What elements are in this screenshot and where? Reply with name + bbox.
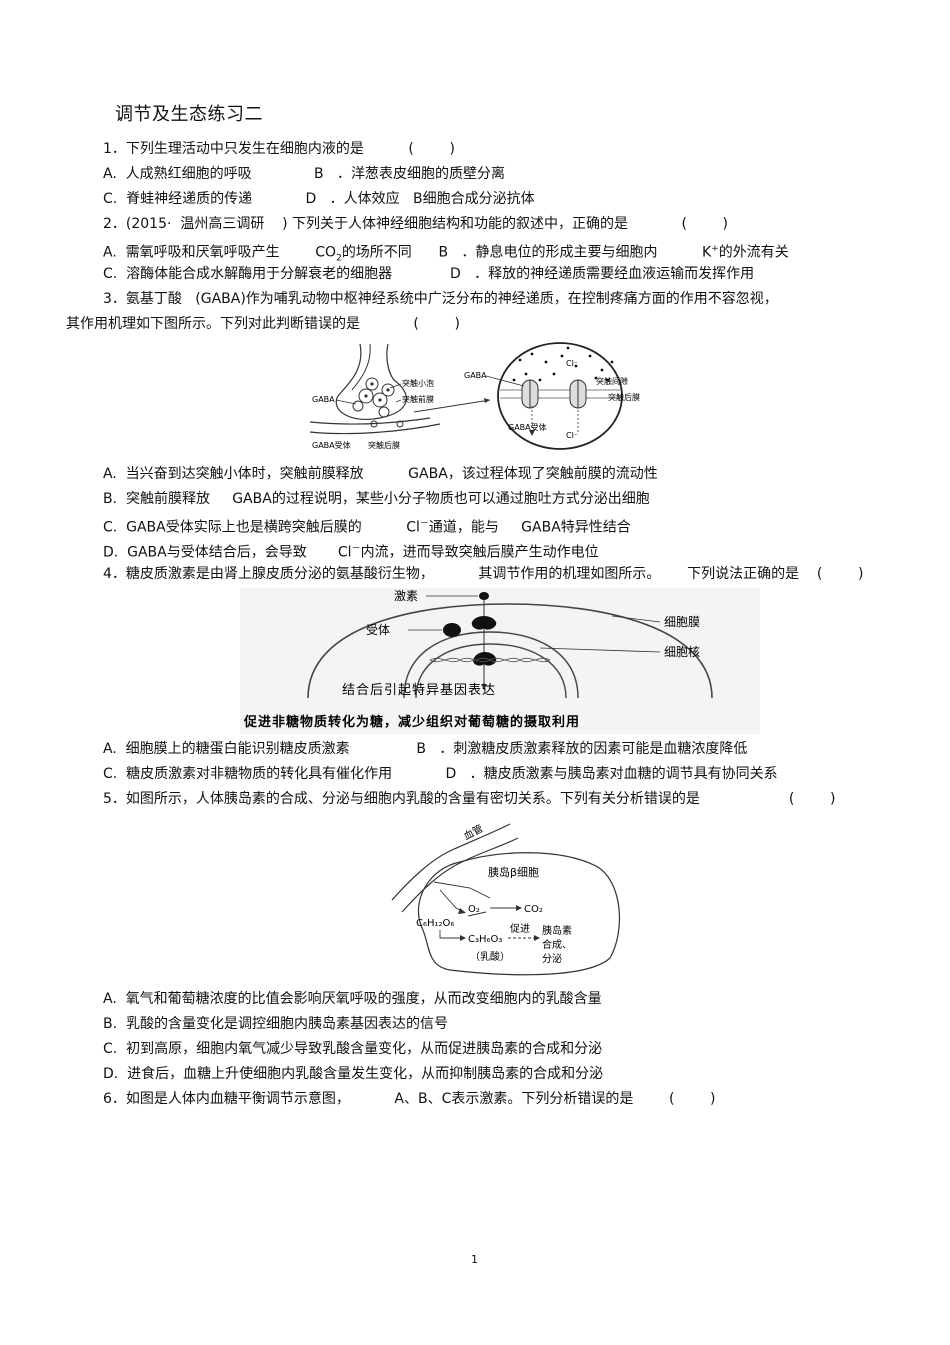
fig5-insulin-label3: 分泌 <box>542 952 562 965</box>
page-title: 调节及生态练习二 <box>115 104 263 125</box>
q2-ab-text3: 的外流有关 <box>718 244 789 261</box>
q3-option-b: B. 突触前膜释放 GABA的过程说明，某些小分子物质也可以通过胞吐方式分泌出细… <box>103 491 650 507</box>
q4-options-ab: A. 细胞膜上的糖蛋白能识别糖皮质激素 B ．刺激糖皮质激素释放的因素可能是血糖… <box>103 741 748 757</box>
fig3-gap-label: 突触间隙 <box>596 376 628 386</box>
fig5-lactate-label: C₃H₆O₃ <box>468 934 502 945</box>
q3-d-sup: － <box>351 544 361 554</box>
fig5-insulin-label1: 胰岛素 <box>542 924 572 937</box>
q3-c-sup: － <box>419 519 429 529</box>
q3-option-d: D. GABA与受体结合后，会导致 Cl－内流，进而导致突触后膜产生动作电位 <box>103 540 599 562</box>
fig5-promote-label: 促进 <box>510 922 530 935</box>
q3-c-text2: 通道，能与 GABA特异性结合 <box>428 519 631 536</box>
q2-ab-sup: + <box>711 244 719 254</box>
fig5-co2-label: CO₂ <box>524 904 543 915</box>
q1-options-cd: C. 脊蛙神经递质的传递 D ．人体效应 B细胞合成分泌抗体 <box>103 191 535 207</box>
q2-options-ab: A. 需氧呼吸和厌氧呼吸产生 CO2的场所不同 B ．静息电位的形成主要与细胞内… <box>103 240 789 267</box>
q5-stem: 5．如图所示，人体胰岛素的合成、分泌与细胞内乳酸的含量有密切关系。下列有关分析错… <box>103 791 836 807</box>
fig5-o2-label: O₂ <box>468 904 480 915</box>
fig3-post-zoom-label: 突触后膜 <box>608 392 640 402</box>
fig5-cell-label: 胰岛β细胞 <box>488 865 539 879</box>
page-number: 1 <box>471 1253 478 1266</box>
synapse-figure: GABA 突触小泡 突触前膜 GABA受体 突触后膜 Cl⁻ Cl⁻ GABA … <box>310 342 640 450</box>
insulin-figure: 血管 胰岛β细胞 O₂ CO₂ C₆H₁₂O₆ C₃H₆O₃ （乳酸） 促进 胰… <box>391 822 621 976</box>
fig3-pre-membrane-label: 突触前膜 <box>402 394 434 404</box>
fig3-gaba-label: GABA <box>312 395 335 404</box>
q2-ab-sub: 2 <box>336 253 342 264</box>
fig4-nucleus-label: 细胞核 <box>664 645 700 659</box>
q3-option-a: A. 当兴奋到达突触小体时，突触前膜释放 GABA，该过程体现了突触前膜的流动性 <box>103 466 658 482</box>
q2-ab-text1: A. 需氧呼吸和厌氧呼吸产生 CO <box>103 244 337 261</box>
q3-d-text2: 内流，进而导致突触后膜产生动作电位 <box>360 544 599 561</box>
fig5-vessel-label: 血管 <box>461 822 485 843</box>
fig3-gaba-zoom-label: GABA <box>464 371 487 380</box>
fig3-post-membrane-label: 突触后膜 <box>368 440 400 450</box>
q5-option-b: B. 乳酸的含量变化是调控细胞内胰岛素基因表达的信号 <box>103 1016 448 1032</box>
q4-options-cd: C. 糖皮质激素对非糖物质的转化具有催化作用 D ．糖皮质激素与胰岛素对血糖的调… <box>103 766 778 782</box>
fig3-receptor-zoom-label: GABA受体 <box>508 422 547 432</box>
fig3-receptor-label: GABA受体 <box>312 440 351 450</box>
q1-stem: 1．下列生理活动中只发生在细胞内液的是 ( ) <box>103 141 455 157</box>
fig4-caption1: 结合后引起特异基因表达 <box>342 683 496 698</box>
q6-stem: 6．如图是人体内血糖平衡调节示意图， A、B、C表示激素。下列分析错误的是 ( … <box>103 1091 716 1107</box>
q3-c-text1: C. GABA受体实际上也是横跨突触后膜的 Cl <box>103 519 420 536</box>
fig4-membrane-label: 细胞膜 <box>664 615 700 629</box>
fig5-insulin-label2: 合成、 <box>542 938 572 951</box>
fig3-vesicle-label: 突触小泡 <box>402 378 434 388</box>
q1-options-ab: A. 人成熟红细胞的呼吸 B ．洋葱表皮细胞的质壁分离 <box>103 166 505 182</box>
hormone-figure: 激素 受体 细胞膜 细胞核 结合后引起特异基因表达 促进非糖物质转化为糖，减少组… <box>240 588 760 734</box>
q3-stem-line2: 其作用机理如下图所示。下列对此判断错误的是 ( ) <box>66 316 460 332</box>
q3-stem-line1: 3．氨基丁酸 (GABA)作为哺乳动物中枢神经系统中广泛分布的神经递质，在控制疼… <box>103 291 778 307</box>
q5-option-a: A. 氧气和葡萄糖浓度的比值会影响厌氧呼吸的强度，从而改变细胞内的乳酸含量 <box>103 991 602 1007</box>
fig5-lactate-name: （乳酸） <box>470 950 510 963</box>
fig4-caption2: 促进非糖物质转化为糖，减少组织对葡萄糖的摄取利用 <box>243 714 580 730</box>
fig5-glucose-label: C₆H₁₂O₆ <box>416 918 454 929</box>
q3-d-text1: D. GABA与受体结合后，会导致 Cl <box>103 544 352 561</box>
fig3-cl-label-top: Cl⁻ <box>566 359 578 368</box>
q2-stem: 2．(2015· 温州高三调研 ) 下列关于人体神经细胞结构和功能的叙述中，正确… <box>103 216 728 232</box>
q4-stem: 4．糖皮质激素是由肾上腺皮质分泌的氨基酸衍生物， 其调节作用的机理如图所示。 下… <box>103 566 864 582</box>
fig3-cl-label-bottom: Cl⁻ <box>566 431 578 440</box>
fig4-receptor-label: 受体 <box>366 623 390 637</box>
fig4-hormone-label: 激素 <box>394 589 418 603</box>
q2-options-cd: C. 溶酶体能合成水解酶用于分解衰老的细胞器 D ．释放的神经递质需要经血液运输… <box>103 266 755 282</box>
q5-option-d: D. 进食后，血糖上升使细胞内乳酸含量发生变化，从而抑制胰岛素的合成和分泌 <box>103 1066 604 1082</box>
q3-option-c: C. GABA受体实际上也是横跨突触后膜的 Cl－通道，能与 GABA特异性结合 <box>103 515 631 537</box>
q5-option-c: C. 初到高原，细胞内氧气减少导致乳酸含量变化，从而促进胰岛素的合成和分泌 <box>103 1041 603 1057</box>
q2-ab-text2: 的场所不同 B ．静息电位的形成主要与细胞内 K <box>341 244 712 261</box>
